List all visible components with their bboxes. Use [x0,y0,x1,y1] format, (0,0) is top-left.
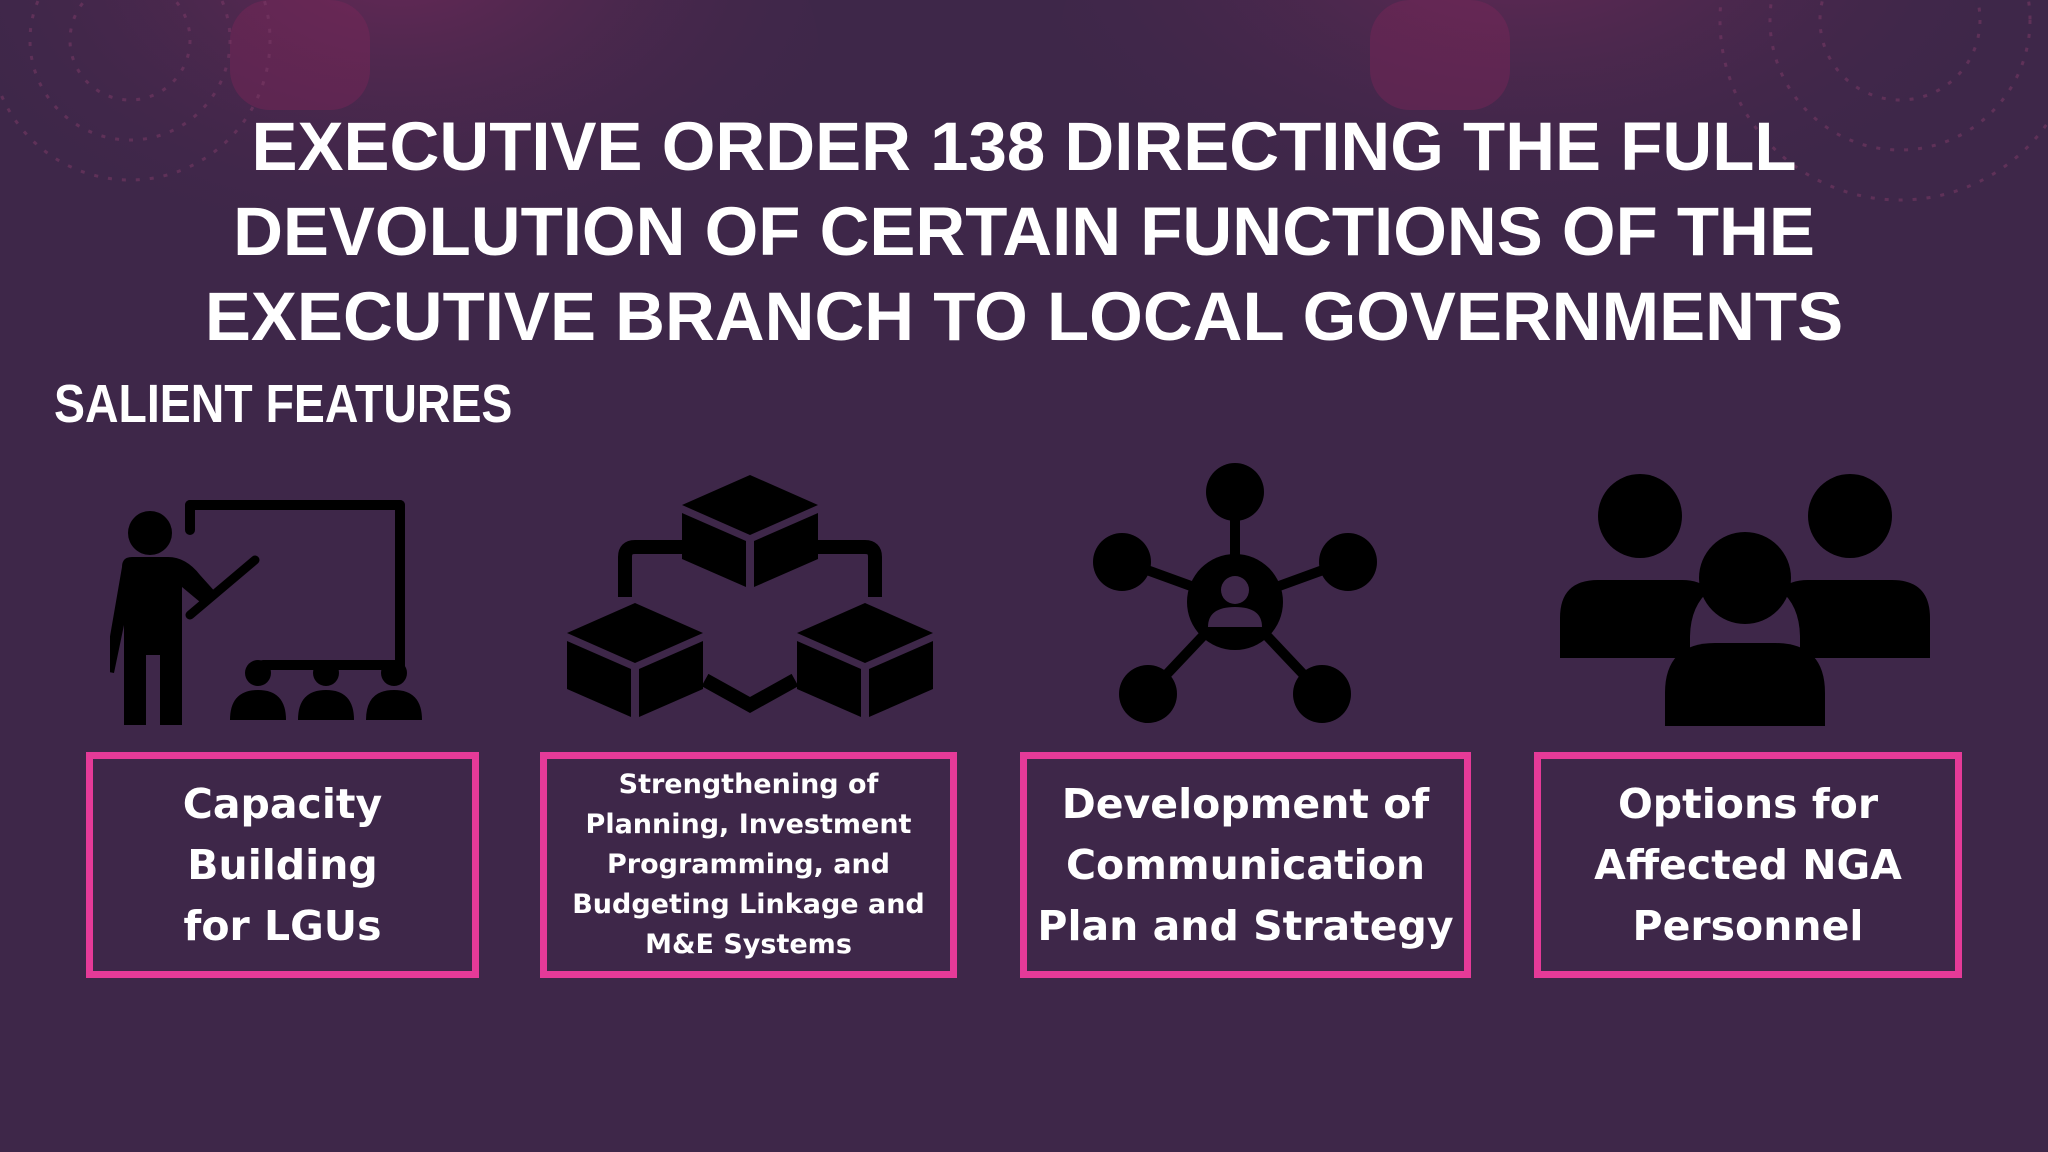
feature-3-line-2: Communication [1065,840,1426,889]
feature-4-line-2: Affected NGA [1594,840,1902,889]
feature-2-line-1: Strengthening of [618,769,879,800]
feature-box-communication-plan: Development of Communication Plan and St… [1020,752,1471,978]
teacher-presentation-icon [110,495,450,730]
title-line-2: DEVOLUTION OF CERTAIN FUNCTIONS OF THE [233,193,1815,270]
feature-2-line-2: Planning, Investment [585,809,912,840]
feature-1-line-2: Building [187,840,378,889]
feature-box-capacity-building: Capacity Building for LGUs [86,752,479,978]
feature-2-line-5: M&E Systems [645,929,852,960]
background-decoration [0,0,2048,320]
slide-title: EXECUTIVE ORDER 138 DIRECTING THE FULL D… [0,104,2048,359]
section-subtitle: SALIENT FEATURES [54,374,513,434]
feature-3-line-1: Development of [1061,779,1430,828]
feature-1-line-3: for LGUs [183,901,382,950]
title-line-1: EXECUTIVE ORDER 138 DIRECTING THE FULL [251,108,1797,185]
feature-4-line-1: Options for [1617,779,1879,828]
feature-box-planning-linkage: Strengthening of Planning, Investment Pr… [540,752,957,978]
feature-1-line-1: Capacity [182,779,383,828]
people-group-icon [1560,468,1930,728]
feature-box-nga-personnel: Options for Affected NGA Personnel [1534,752,1962,978]
feature-4-line-3: Personnel [1632,901,1864,950]
feature-3-line-3: Plan and Strategy [1037,901,1454,950]
network-hub-icon [1090,462,1380,727]
feature-2-line-3: Programming, and [606,849,890,880]
feature-2-line-4: Budgeting Linkage and [572,889,925,920]
linked-blocks-icon [565,475,935,725]
title-line-3: EXECUTIVE BRANCH TO LOCAL GOVERNMENTS [204,278,1844,355]
